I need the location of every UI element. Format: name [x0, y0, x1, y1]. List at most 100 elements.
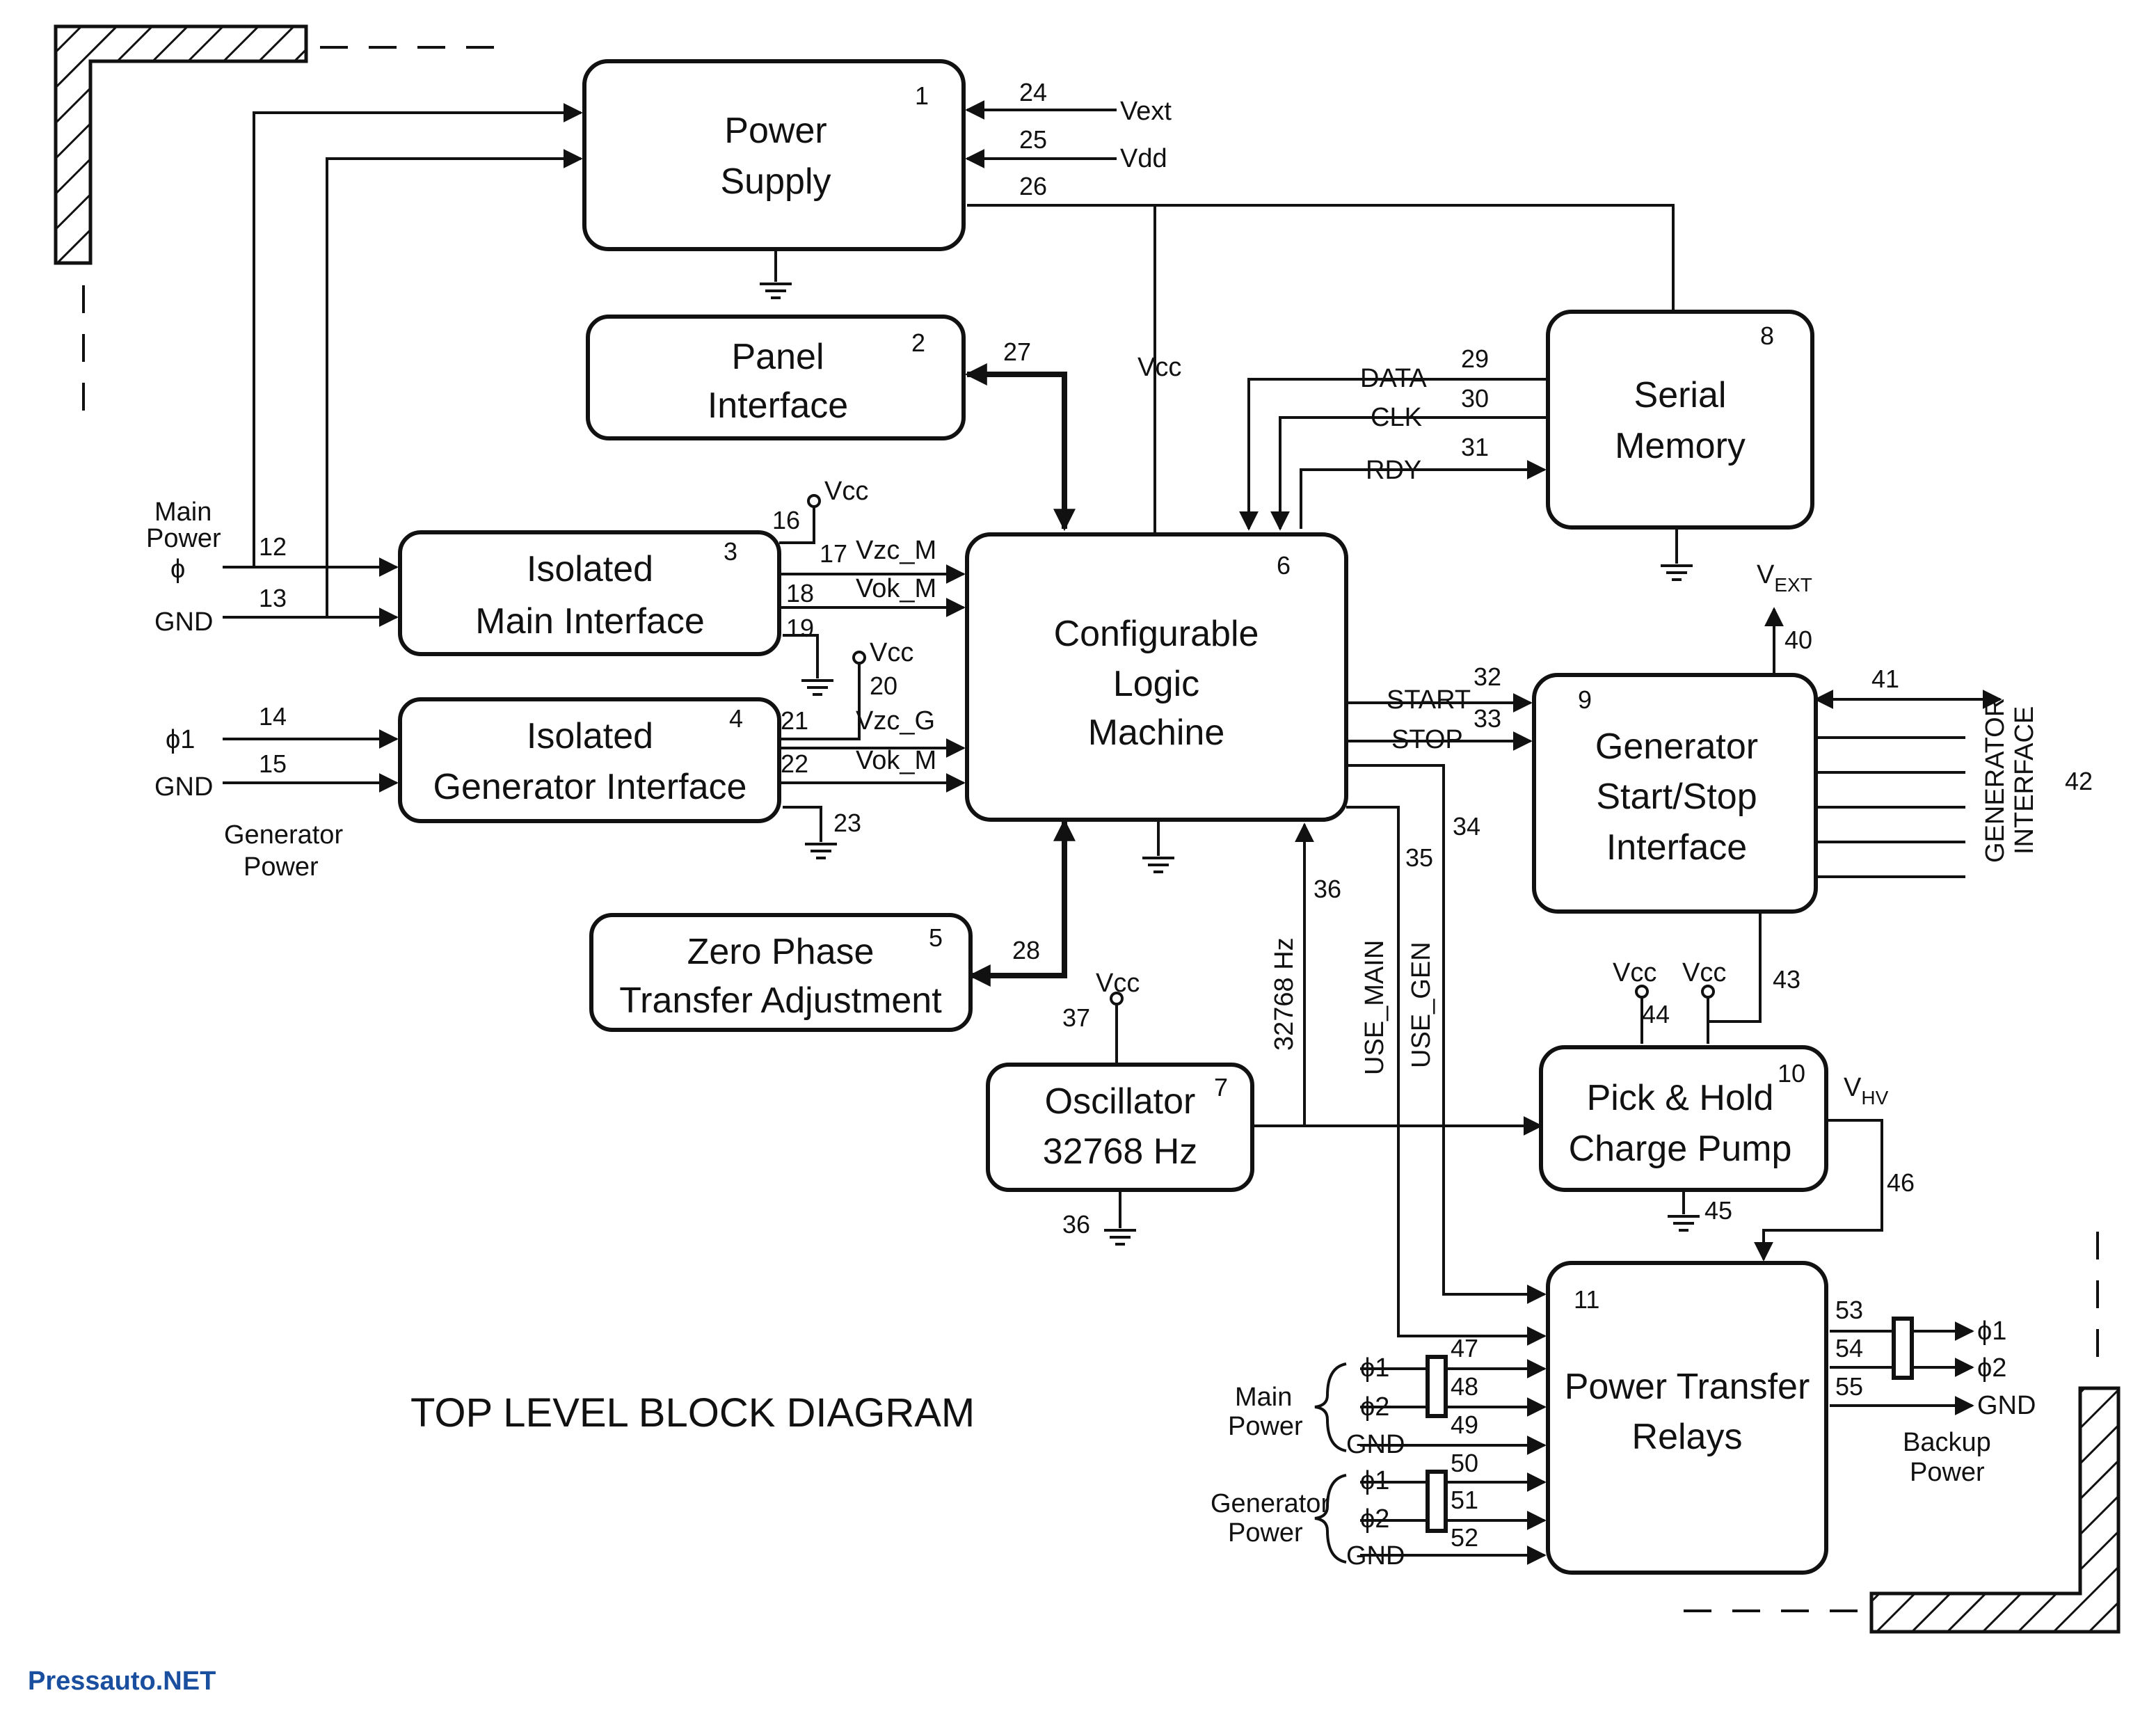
wire-number: 31 — [1461, 433, 1489, 461]
label-main-power: Power — [1228, 1412, 1303, 1441]
wire-number: 29 — [1461, 344, 1489, 373]
block-label: Configurable — [1054, 614, 1259, 654]
label-main-power: Power — [146, 524, 221, 553]
block-number: 10 — [1778, 1059, 1805, 1088]
signal-data: DATA — [1360, 364, 1427, 393]
block-number: 9 — [1578, 685, 1592, 714]
wire-number: 34 — [1453, 812, 1480, 841]
block-label: Oscillator — [1045, 1081, 1196, 1122]
block-number: 1 — [915, 81, 929, 110]
wire-number: 47 — [1451, 1334, 1478, 1362]
signal-labels: Vext Vdd Vcc DATA CLK RDY Vcc Vzc_M Vok_… — [146, 97, 2039, 1571]
ground-icon — [1142, 857, 1174, 873]
diagram-title: TOP LEVEL BLOCK DIAGRAM — [410, 1390, 975, 1436]
wire-number: 18 — [786, 579, 814, 607]
wire-number: 49 — [1451, 1410, 1478, 1439]
wiring — [223, 100, 2002, 1565]
wire-number: 50 — [1451, 1449, 1478, 1477]
wire-number: 13 — [259, 584, 287, 612]
block-label: Supply — [721, 161, 831, 202]
signal-vext-out: VEXT — [1757, 560, 1812, 596]
label-generator-power: Generator — [1211, 1489, 1329, 1518]
wire-number: 22 — [781, 749, 808, 778]
label-main-power: Main — [154, 498, 211, 527]
block-configurable-logic-machine: Configurable Logic Machine 6 — [965, 532, 1348, 822]
terminal-icon — [1635, 985, 1649, 999]
block-label: Machine — [1088, 713, 1225, 753]
label-backup-power: Backup — [1903, 1428, 1991, 1457]
block-label: Isolated — [527, 549, 653, 589]
block-number: 2 — [911, 328, 925, 357]
wire-number: 23 — [833, 809, 861, 837]
signal-vcc: Vcc — [870, 638, 913, 667]
terminal-icon — [1701, 985, 1715, 999]
label-phi2: ϕ2 — [1977, 1353, 2006, 1383]
wire-number: 37 — [1062, 1003, 1090, 1032]
block-number: 11 — [1574, 1285, 1599, 1314]
block-label: Pick & Hold — [1587, 1078, 1774, 1118]
wire-number: 44 — [1642, 1000, 1670, 1028]
terminal-icon — [852, 651, 866, 665]
signal-rdy: RDY — [1366, 456, 1421, 485]
block-zero-phase-transfer: Zero Phase Transfer Adjustment 5 — [589, 913, 973, 1032]
signal-vdd: Vdd — [1120, 144, 1167, 173]
block-number: 3 — [724, 537, 737, 566]
block-label: Generator — [1595, 726, 1758, 767]
block-number: 8 — [1760, 321, 1774, 350]
wire-number: 17 — [820, 539, 847, 568]
wire-number: 55 — [1835, 1372, 1863, 1401]
wire-number: 14 — [259, 702, 287, 731]
label-generator-power: Power — [1228, 1518, 1303, 1548]
block-panel-interface: Panel Interface 2 — [586, 315, 966, 440]
block-label: Memory — [1615, 426, 1746, 466]
label-phi1: ϕ1 — [166, 725, 195, 754]
block-power-transfer-relays: Power Transfer Relays 11 — [1546, 1261, 1828, 1575]
block-number: 5 — [929, 923, 943, 952]
block-label: 32768 Hz — [1043, 1131, 1198, 1172]
block-number: 6 — [1277, 551, 1291, 580]
block-label: Charge Pump — [1569, 1129, 1792, 1169]
label-gnd: GND — [154, 607, 213, 637]
block-label: Relays — [1632, 1417, 1743, 1457]
block-label: Zero Phase — [687, 932, 875, 972]
wire-number: 20 — [870, 671, 897, 700]
ground-icon — [760, 283, 792, 299]
wire-number: 19 — [786, 614, 814, 642]
wire-number: 48 — [1451, 1372, 1478, 1401]
block-label: Interface — [1606, 827, 1747, 868]
wire-number: 15 — [259, 749, 287, 778]
ground-symbols — [760, 283, 1700, 1246]
block-power-supply: Power Supply 1 — [582, 59, 966, 251]
wire-number: 33 — [1474, 704, 1501, 733]
label-phi2: ϕ2 — [1360, 1504, 1389, 1534]
wire-number: 45 — [1704, 1196, 1732, 1225]
ground-icon — [1661, 564, 1693, 581]
signal-use-main: USE_MAIN — [1360, 940, 1389, 1075]
signal-use-gen: USE_GEN — [1407, 941, 1436, 1068]
signal-vcc: Vcc — [824, 477, 868, 506]
wire-number: 35 — [1405, 843, 1433, 872]
wire-number: 40 — [1784, 626, 1812, 654]
block-oscillator: Oscillator 32768 Hz 7 — [986, 1063, 1254, 1192]
block-generator-start-stop: Generator Start/Stop Interface 9 — [1532, 673, 1818, 914]
label-generator-power: Power — [243, 852, 319, 882]
ground-icon — [1668, 1215, 1700, 1232]
wire-number: 26 — [1019, 172, 1047, 200]
enclosure-bottom-right — [1684, 1232, 2121, 1634]
label-generator-interface: INTERFACE — [2010, 706, 2039, 854]
label-phi1: ϕ1 — [1977, 1317, 2006, 1346]
label-gnd: GND — [1346, 1541, 1405, 1571]
ground-icon — [801, 679, 833, 696]
block-label: Transfer Adjustment — [619, 980, 942, 1021]
block-label: Main Interface — [475, 601, 705, 642]
signal-vhv: VHV — [1844, 1073, 1889, 1108]
signal-vcc: Vcc — [1137, 353, 1181, 382]
signal-start: START — [1387, 685, 1471, 715]
block-label: Power Transfer — [1565, 1367, 1810, 1407]
wire-number: 53 — [1835, 1296, 1863, 1324]
block-label: Serial — [1634, 375, 1727, 415]
ground-icon — [1104, 1229, 1136, 1246]
signal-vzc-g: Vzc_G — [856, 706, 935, 736]
signal-vzc-m: Vzc_M — [856, 536, 936, 565]
signal-vcc: Vcc — [1682, 958, 1726, 987]
